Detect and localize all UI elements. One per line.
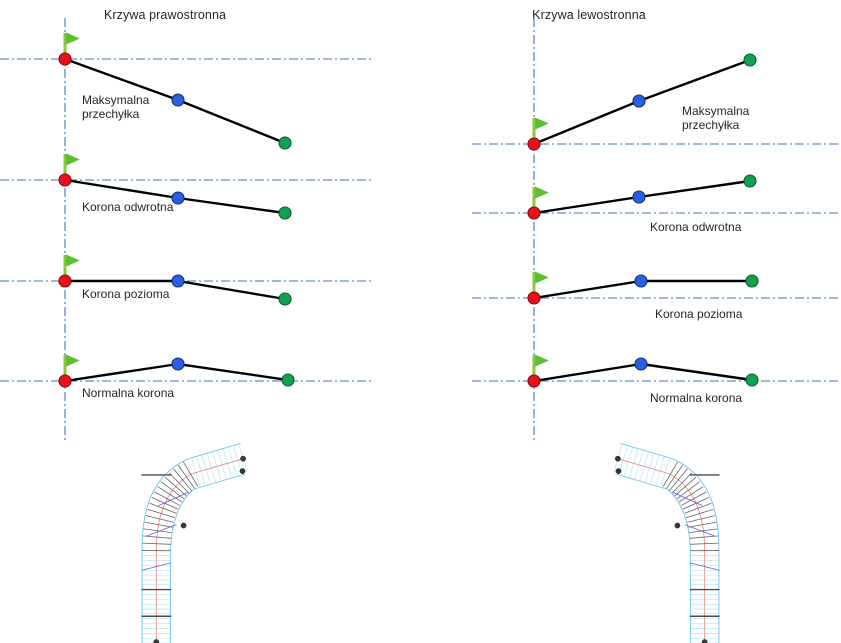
stage-label-max-cant-right: Maksymalna przechyłka [682,104,750,132]
stage-label-level-crown-left: Korona pozioma [82,287,170,301]
stage-label-reverse-crown-right: Korona odwrotna [650,220,742,234]
stage-label-reverse-crown-left: Korona odwrotna [82,200,174,214]
panel-right-hand-curve: Krzywa prawostronna Maksymalna przechyłk… [0,0,420,643]
stage-label-normal-crown-left: Normalna korona [82,386,175,400]
panel-right-title: Krzywa lewostronna [532,8,646,22]
panel-left-title: Krzywa prawostronna [103,8,227,22]
stage-label-normal-crown-right: Normalna korona [650,391,743,405]
stage-label-level-crown-right: Korona pozioma [655,307,743,321]
panel-left-hand-curve: Krzywa lewostronna Maksymalna przechyłka… [421,0,841,643]
stage-label-max-cant-left: Maksymalna przechyłka [82,93,150,121]
